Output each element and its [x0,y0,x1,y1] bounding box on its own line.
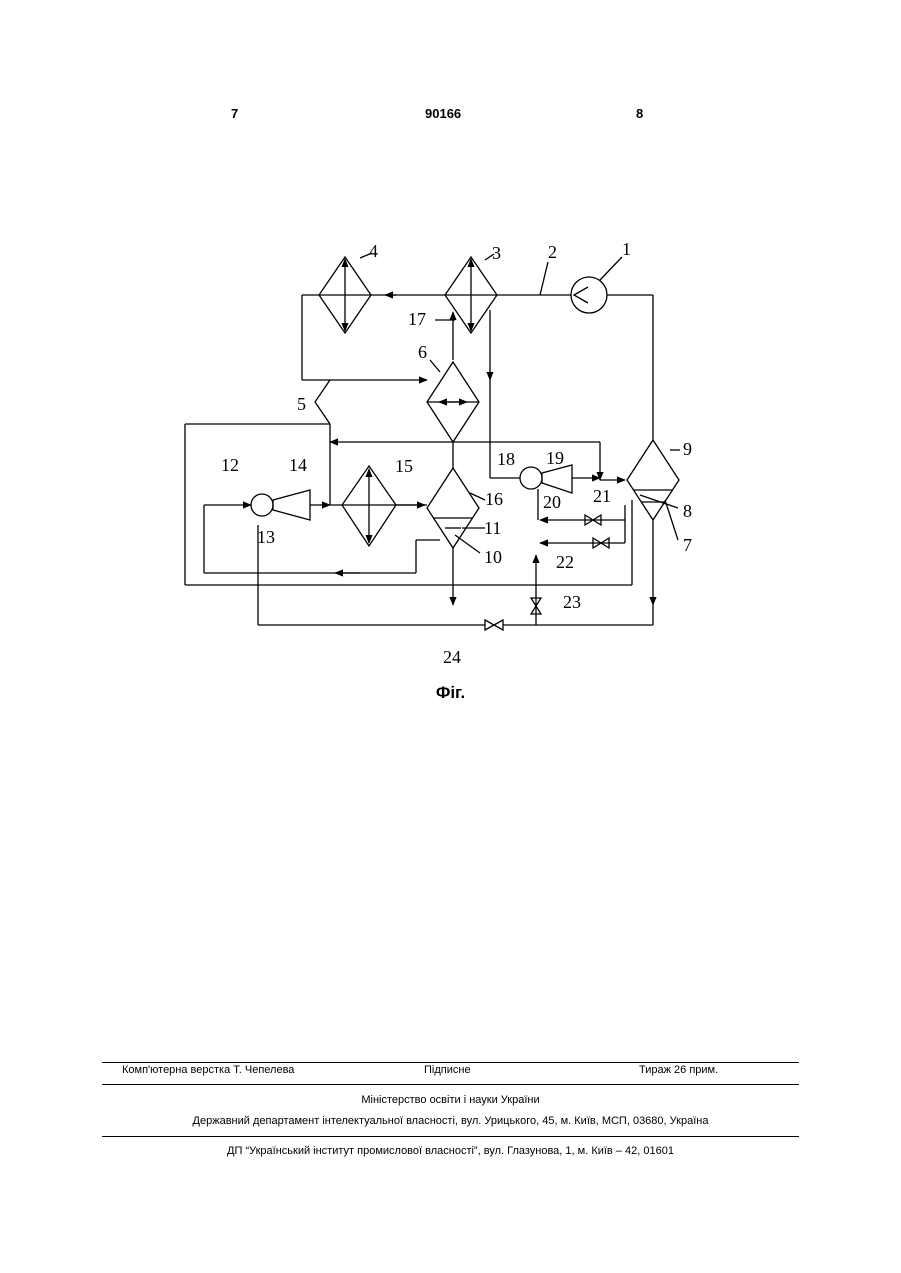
label-1: 1 [622,239,631,259]
footer-rule-2 [102,1084,799,1085]
valve-24 [485,620,494,630]
label-2: 2 [548,242,557,262]
label-7: 7 [683,535,692,555]
footer-print-run: Тираж 26 прим. [639,1064,718,1076]
label-23: 23 [563,592,581,612]
label-13: 13 [257,527,275,547]
label-20: 20 [543,492,561,512]
heat-exchanger-9 [627,440,679,520]
label-10: 10 [484,547,502,567]
figure-caption: Фіг. [0,683,901,703]
label-15: 15 [395,456,413,476]
footer-rule-3 [102,1136,799,1137]
footer-layout: Комп'ютерна верстка Т. Чепелева [122,1064,294,1076]
label-6: 6 [418,342,427,362]
footer-department: Державний департамент інтелектуальної вл… [0,1115,901,1127]
label-3: 3 [492,243,501,263]
label-5: 5 [297,394,306,414]
label-22: 22 [556,552,574,572]
footer-ministry: Міністерство освіти і науки України [0,1094,901,1106]
label-16: 16 [485,489,503,509]
label-4: 4 [369,241,378,261]
compressor-19 [542,465,572,493]
label-14: 14 [289,455,307,475]
label-24: 24 [443,647,461,667]
schematic-diagram: 1 2 3 4 5 6 7 8 9 10 11 12 13 14 15 16 1… [0,0,901,700]
label-17: 17 [408,309,426,329]
label-21: 21 [593,486,611,506]
label-11: 11 [484,518,501,538]
turbine-12 [251,494,273,516]
footer-signed: Підписне [424,1064,471,1076]
label-12: 12 [221,455,239,475]
expander-14 [273,490,310,520]
label-18: 18 [497,449,515,469]
pipe-bend-5 [315,380,330,424]
heat-exchanger-16 [427,468,479,548]
footer-institute: ДП “Український інститут промислової вла… [0,1145,901,1157]
label-9: 9 [683,439,692,459]
compressor-18 [520,467,542,489]
label-19: 19 [546,448,564,468]
label-8: 8 [683,501,692,521]
compressor-1 [571,277,607,313]
footer-rule-1 [102,1062,799,1063]
